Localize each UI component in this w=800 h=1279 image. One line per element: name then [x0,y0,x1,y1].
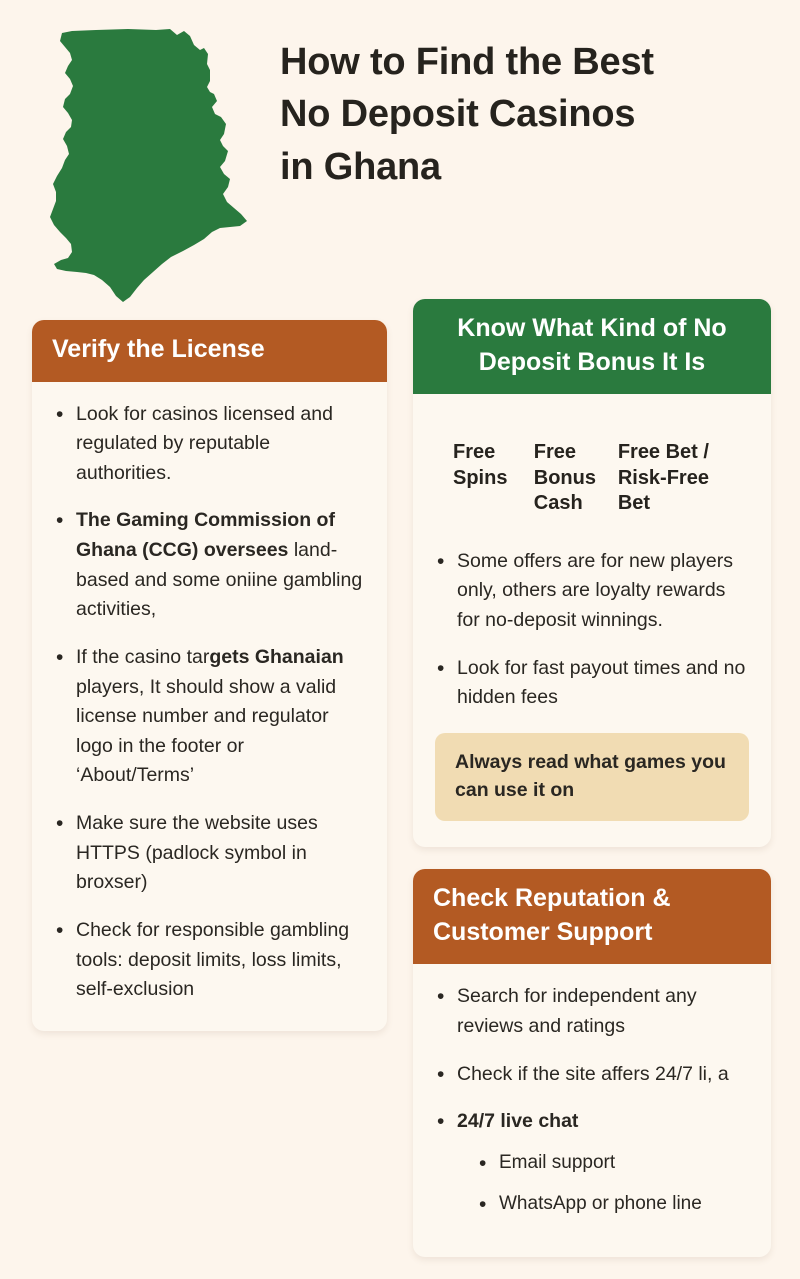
bullet-text-part: Some offers are for new players only, ot… [457,549,734,632]
bonus-type-0: Free Spins [453,441,508,489]
bullet-list: Search for independent any reviews and r… [435,981,749,1221]
sub-bullet-list: Email supportWhatsApp or phone line [457,1148,749,1221]
header-section: How to Find the Best No Deposit Casinos … [0,0,800,302]
bullet-text-part: Make sure the website uses HTTPS (padloc… [76,812,318,894]
bullet-text-part: Check if the site affers 24/7 li, a [457,1062,729,1085]
bullet-text-part: land-based and some oniine gambling acti… [76,539,363,621]
list-item: Some offers are for new players only, ot… [435,546,749,636]
bullet-list: Look for casinos licensed and regulated … [54,399,365,1005]
list-item: If the casino targets Ghanaian players, … [54,642,365,791]
list-item: Search for independent any reviews and r… [435,981,749,1041]
card-body-verify-license: Look for casinos licensed and regulated … [32,382,387,1031]
bullet-list: Some offers are for new players only, ot… [435,546,749,713]
page-title-line-3: in Ghana [280,145,441,188]
card-bonus-kind: Know What Kind of No Deposit Bonus It Is… [413,299,771,848]
list-item: Look for casinos licensed and regulated … [54,399,365,489]
list-item: Check if the site affers 24/7 li, a [435,1059,749,1091]
list-item: The Gaming Commission of Ghana (CCG) ove… [54,505,365,625]
left-column: Verify the LicenseLook for casinos licen… [32,320,387,1053]
sub-list-item: WhatsApp or phone line [477,1189,749,1221]
bonus-type-2: Free Bet / Risk-Free Bet [617,441,709,515]
list-item: Look for fast payout times and no hidden… [435,653,749,713]
bullet-text-part: 24/7 live chat [457,1110,579,1133]
ghana-map-icon [44,24,264,309]
page-title-line-2: No Deposit Casinos [280,93,636,136]
card-verify-license: Verify the LicenseLook for casinos licen… [32,320,387,1031]
bullet-text-part: players, It should show a valid license … [76,675,337,787]
bonus-type-1: Free Bonus Cash [533,441,596,515]
card-reputation-support: Check Reputation & Customer SupportSearc… [413,869,771,1257]
bullet-text-part: Search for independent any reviews and r… [457,985,697,1038]
list-item: 24/7 live chatEmail supportWhatsApp or p… [435,1106,749,1221]
bullet-text-part: The Gaming Commission of Ghana (CCG) ove… [76,509,335,561]
right-column: Know What Kind of No Deposit Bonus It Is… [413,299,771,1279]
list-item: Make sure the website uses HTTPS (padloc… [54,808,365,898]
bullet-text-part: Look for casinos licensed and regulated … [76,402,333,484]
bullet-text-part: If the casino tar [76,645,210,668]
bullet-text-part: Check for responsible gambling tools: de… [76,918,350,1001]
list-item: Check for responsible gambling tools: de… [54,915,365,1005]
bullet-text-part: gets Ghanaian [209,645,344,668]
page-title: How to Find the Best No Deposit Casinos … [280,36,750,193]
callout-box: Always read what games you can use it on [435,732,749,822]
sub-list-item: Email support [477,1148,749,1180]
page-title-line-1: How to Find the Best [280,41,654,83]
card-body-reputation-support: Search for independent any reviews and r… [413,964,771,1256]
card-header-verify-license: Verify the License [32,320,387,382]
bullet-text-part: Look for fast payout times and no hidden… [457,656,746,709]
card-header-bonus-kind: Know What Kind of No Deposit Bonus It Is [413,299,771,394]
card-body-bonus-kind: Free Spins Free Bonus Cash Free Bet / Risk… [413,394,771,847]
card-header-reputation-support: Check Reputation & Customer Support [413,869,771,965]
bonus-type-row: Free Spins Free Bonus Cash Free Bet / Risk… [435,412,749,547]
ghana-map-path [50,29,247,302]
